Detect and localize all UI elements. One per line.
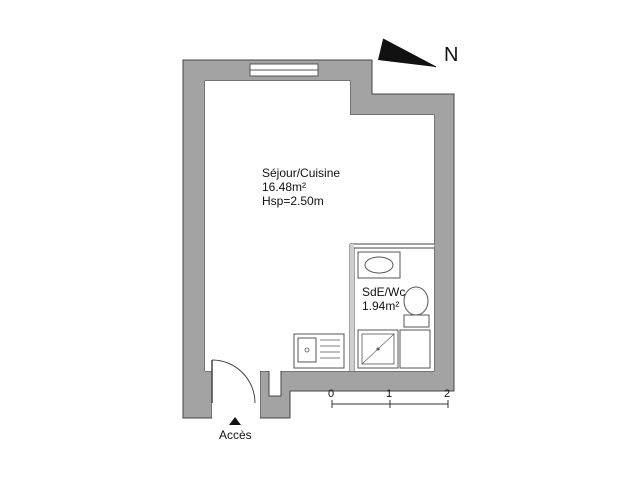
room-floor (205, 81, 434, 371)
scale-tick-0: 0 (328, 388, 335, 400)
shower (357, 329, 399, 369)
washbasin (357, 251, 401, 279)
room-label-sejour: Séjour/Cuisine 16.48m² Hsp=2.50m (262, 166, 340, 208)
entrance-arrow-icon (229, 417, 241, 425)
room-name: SdE/Wc (362, 285, 406, 299)
scale-tick-1: 1 (386, 388, 393, 400)
entrance-label: Accès (219, 428, 252, 442)
north-label: N (444, 44, 459, 66)
kitchen-sink (293, 333, 345, 369)
room-label-sde: SdE/Wc 1.94m² (362, 285, 405, 313)
scale-bar (331, 400, 449, 408)
storage-cabinet (399, 329, 431, 369)
entrance-opening (212, 371, 260, 418)
scale-tick-2: 2 (444, 388, 451, 400)
room-name: Séjour/Cuisine (262, 166, 341, 180)
room-height: Hsp=2.50m (262, 194, 324, 208)
partition-wall (349, 243, 434, 371)
room-area: 1.94m² (362, 299, 400, 313)
entrance-door (211, 359, 256, 404)
window (249, 63, 319, 77)
room-area: 16.48m² (262, 180, 307, 194)
north-arrow-icon (378, 38, 437, 68)
toilet (403, 286, 430, 328)
